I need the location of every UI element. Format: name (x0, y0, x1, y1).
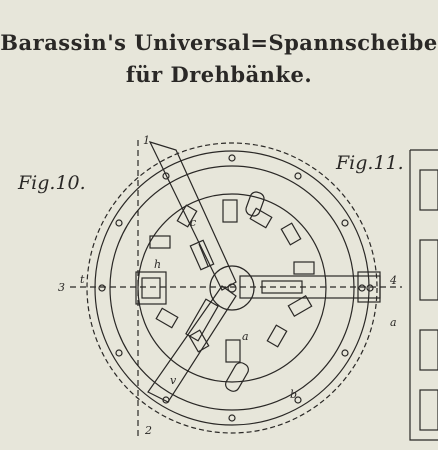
label-3: 3 (58, 281, 65, 294)
figure-10-label: Fig.10. (18, 172, 86, 194)
outer-ring (94, 150, 370, 426)
disc-slots (149, 191, 315, 392)
inner-ring (109, 165, 355, 411)
figure-11-label: Fig.11. (336, 152, 404, 174)
disc-edge (137, 193, 327, 383)
label-b: b (290, 388, 297, 401)
label-c: c (190, 216, 196, 229)
label-a-center: a (242, 330, 249, 343)
label-1: 1 (143, 134, 150, 147)
title-line-1: Barassin's Universal=Spannscheibe (0, 30, 438, 55)
jaw-arm-right (239, 271, 381, 303)
fig11-side-view (409, 149, 438, 441)
label-4: 4 (389, 274, 397, 287)
outer-dashed-ring (86, 142, 378, 434)
label-t: t (80, 273, 85, 286)
title-line-2: für Drehbänke. (125, 62, 313, 87)
hub-center (227, 283, 237, 293)
label-h: h (154, 258, 161, 271)
jaw-left-clamp (135, 271, 167, 305)
label-2: 2 (144, 424, 152, 437)
hub-outer (209, 265, 255, 311)
jaw-arm-top (148, 141, 237, 291)
rim-bolt-holes (98, 154, 366, 422)
label-v: v (170, 374, 177, 387)
jaw-arm-bottom (147, 285, 237, 403)
label-a-right: a (390, 316, 397, 329)
